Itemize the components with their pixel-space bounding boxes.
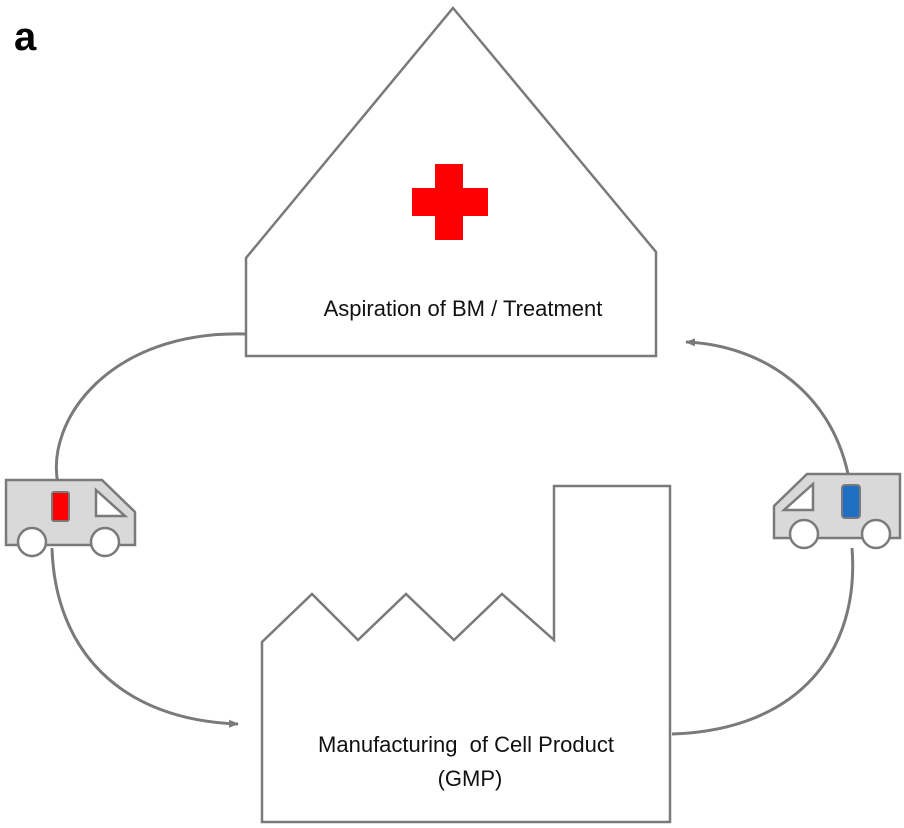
van-right-icon	[772, 472, 902, 550]
van-right-front-wheel	[788, 518, 820, 550]
factory-building: Manufacturing of Cell Product (GMP)	[260, 484, 672, 824]
van-left-front-wheel	[89, 526, 121, 558]
factory-label-line1: Manufacturing of Cell Product	[318, 732, 614, 757]
flow-arrow-van-to-factory	[50, 547, 239, 728]
flow-arrow-van-to-hospital	[685, 338, 850, 475]
flow-arrow-hospital-to-factory	[55, 332, 247, 485]
panel-label: a	[14, 15, 37, 59]
hospital-building: Aspiration of BM / Treatment	[244, 6, 658, 358]
van-right-rear-wheel	[860, 518, 892, 550]
factory-label-line2: (GMP)	[438, 766, 503, 791]
van-right-cargo	[841, 484, 861, 519]
van-left-windshield	[94, 487, 129, 518]
factory-outline	[260, 484, 672, 824]
van-right-windshield	[780, 481, 815, 512]
red-cross-icon	[412, 164, 488, 240]
van-left-cargo	[51, 491, 70, 522]
hospital-label: Aspiration of BM / Treatment	[324, 296, 603, 321]
flow-arrow-factory-to-van	[671, 547, 855, 736]
van-left-rear-wheel	[16, 526, 48, 558]
van-left-icon	[4, 478, 137, 558]
